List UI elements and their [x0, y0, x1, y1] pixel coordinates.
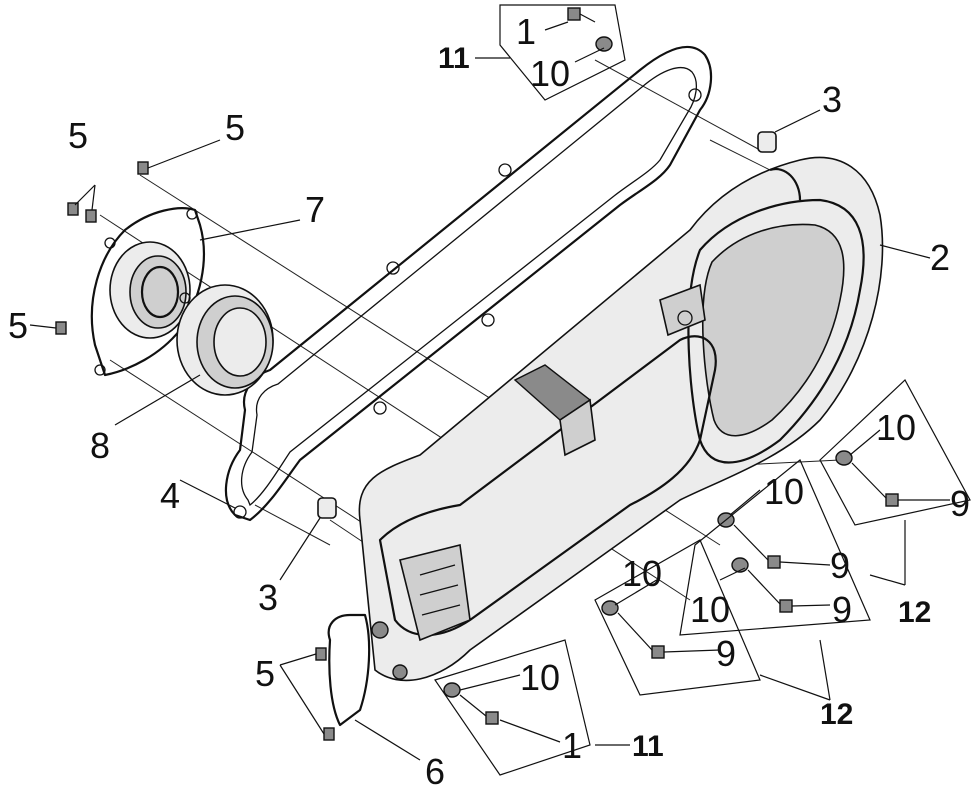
callout-9-m1: 9	[830, 545, 850, 586]
access-cover	[327, 613, 371, 727]
callout-6: 6	[425, 751, 445, 792]
callout-9-m3: 9	[716, 633, 736, 674]
dowel-pins	[317, 131, 777, 519]
callout-10-m3: 10	[622, 553, 662, 594]
callout-10-m2: 10	[690, 589, 730, 630]
bolts-bottom	[443, 682, 499, 725]
group-boxes	[434, 4, 971, 776]
callout-9-m2: 9	[832, 589, 852, 630]
callout-2: 2	[930, 237, 950, 278]
callout-7: 7	[305, 189, 325, 230]
leader-lines	[29, 21, 950, 761]
callout-5-topright: 5	[225, 107, 245, 148]
callout-3-bottom: 3	[258, 577, 278, 618]
crankcase-cover	[358, 156, 884, 682]
cover-gasket	[224, 45, 713, 522]
callout-5-topleft: 5	[68, 115, 88, 156]
callout-4: 4	[160, 475, 180, 516]
callout-1-bottom: 1	[562, 725, 582, 766]
callout-10-b1: 10	[520, 657, 560, 698]
callout-5-left: 5	[8, 305, 28, 346]
bearing-ring	[176, 284, 274, 396]
callout-10-m1: 10	[764, 471, 804, 512]
callout-12-mid: 12	[820, 698, 853, 731]
callout-10-right: 10	[876, 407, 916, 448]
bearing-cover-plate	[90, 207, 206, 377]
callout-8: 8	[90, 425, 110, 466]
callout-9-right: 9	[950, 483, 970, 524]
bolt-top	[567, 7, 613, 52]
callout-1-top: 1	[516, 11, 536, 52]
callout-10-top: 10	[530, 53, 570, 94]
callout-labels: 1 10 11 3 2 5 5 7 5 8 4 3 5 6 10 1 11 10…	[8, 11, 970, 792]
callout-11-top: 11	[438, 42, 470, 75]
callout-11-bottom: 11	[632, 730, 664, 763]
callout-5-bottom: 5	[255, 653, 275, 694]
callout-3-right: 3	[822, 79, 842, 120]
callout-12-right: 12	[898, 596, 931, 629]
